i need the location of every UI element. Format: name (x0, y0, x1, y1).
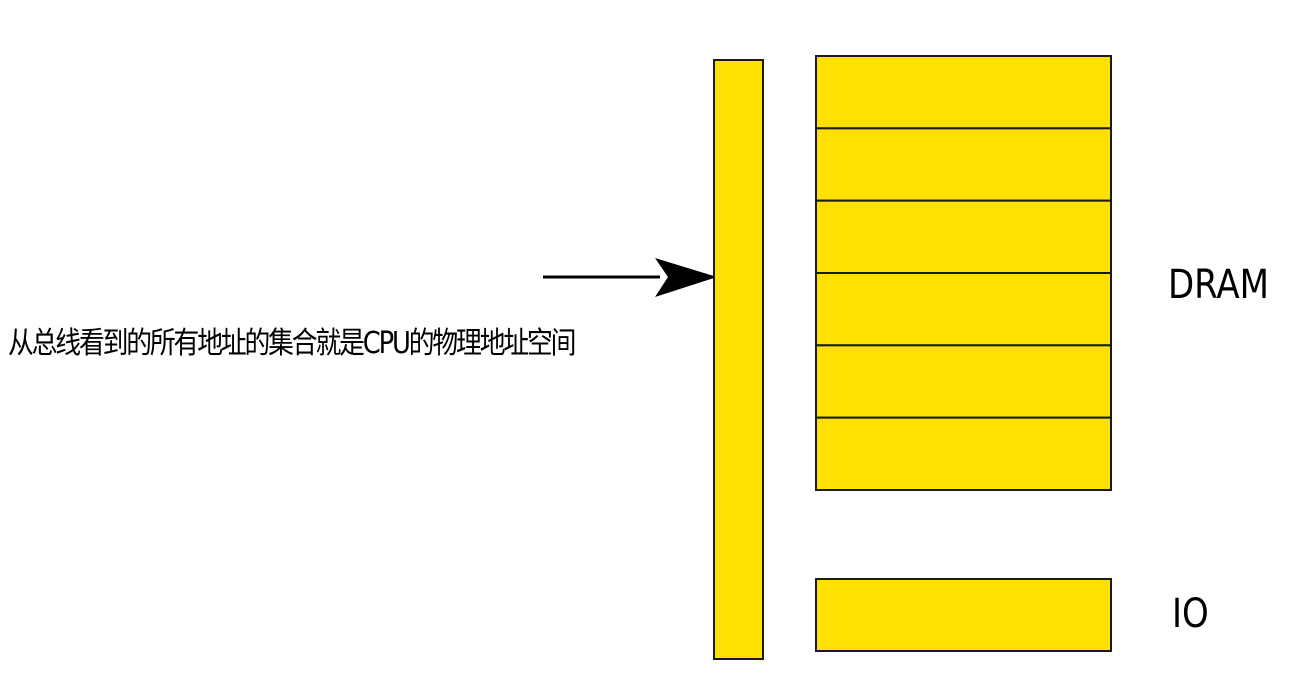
dram-region (815, 55, 1112, 491)
io-label: IO (1172, 591, 1209, 637)
dram-block (815, 127, 1112, 202)
io-block (815, 578, 1112, 652)
dram-block (815, 416, 1112, 491)
dram-block (815, 55, 1112, 130)
dram-block (815, 344, 1112, 419)
dram-block (815, 199, 1112, 275)
address-space-bar (713, 59, 764, 660)
dram-label: DRAM (1168, 262, 1270, 308)
pointer-arrow (543, 258, 717, 297)
dram-block (815, 272, 1112, 347)
address-space-caption: 从总线看到的所有地址的集合就是CPU的物理地址空间 (8, 326, 576, 361)
